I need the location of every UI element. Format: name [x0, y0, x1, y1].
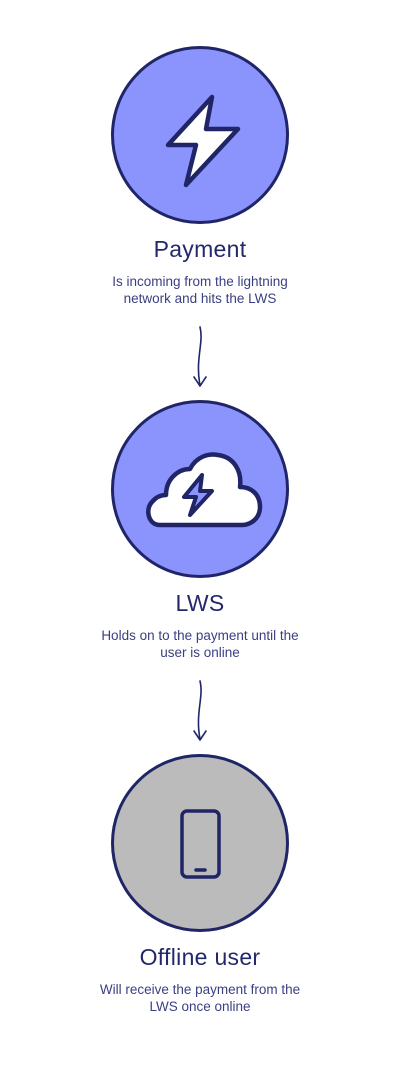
step-description: Is incoming from the lightning network a…: [112, 274, 288, 306]
step-title: Offline user: [139, 944, 261, 970]
step-description: Holds on to the payment until the user i…: [101, 628, 299, 660]
lightning-cloud-icon: [146, 452, 263, 528]
down-arrow-icon: [193, 326, 207, 387]
lws-node: [111, 400, 289, 578]
step-title: Payment: [153, 236, 247, 262]
down-arrow-icon: [193, 680, 207, 741]
lightning-bolt-icon: [165, 94, 241, 188]
smartphone-icon: [180, 809, 221, 879]
step-title: LWS: [175, 590, 225, 616]
payment-node: [111, 46, 289, 224]
step-description: Will receive the payment from the LWS on…: [99, 982, 301, 1014]
offline-user-node: [111, 754, 289, 932]
